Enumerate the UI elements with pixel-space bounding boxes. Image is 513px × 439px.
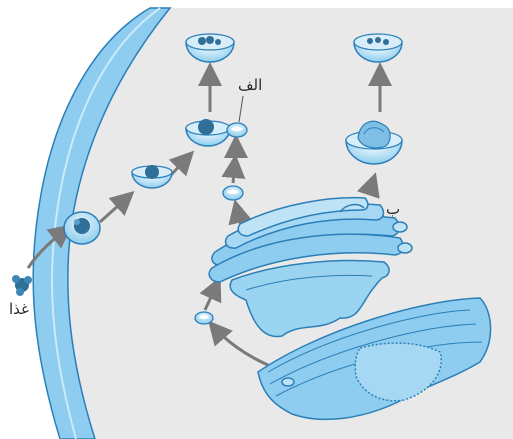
transport-vesicle-golgi: [223, 186, 243, 200]
top-edge: [0, 0, 513, 8]
label-alef: الف: [238, 76, 262, 94]
transport-vesicle-er: [195, 312, 213, 324]
lysosome-alef: [227, 123, 247, 137]
endocytic-vesicle-1: [64, 212, 100, 244]
label-food: غذا: [9, 300, 29, 318]
label-be: ب: [386, 200, 400, 218]
